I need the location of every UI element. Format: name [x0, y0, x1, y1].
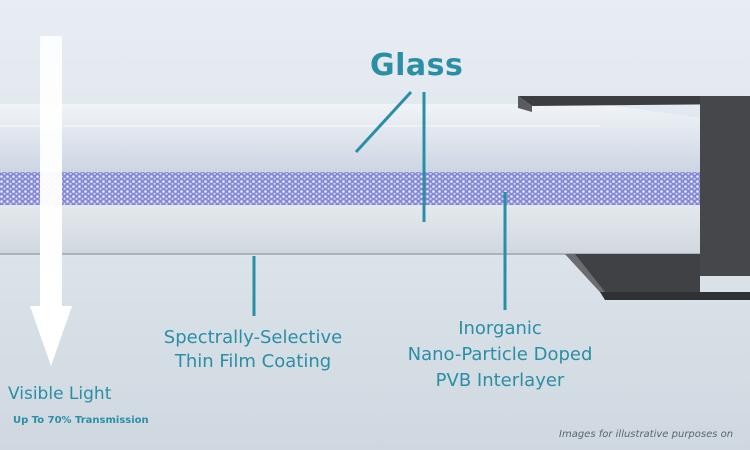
leader-lines — [252, 90, 507, 316]
disclaimer-text: Images for illustrative purposes on — [559, 429, 734, 440]
pvb-interlayer — [0, 172, 715, 205]
coating-label-line1: Spectrally-Selective — [163, 327, 343, 348]
top-glass-pane — [0, 104, 715, 172]
coating-label: Spectrally-Selective Thin Film Coating — [128, 326, 378, 374]
interlayer-label-line3: PVB Interlayer — [435, 370, 565, 391]
window-frame — [518, 96, 750, 300]
interlayer-label: Inorganic Nano-Particle Doped PVB Interl… — [370, 316, 630, 394]
visible-light-label: Visible Light — [8, 384, 112, 404]
visible-light-arrow — [30, 36, 72, 366]
bottom-glass-pane — [0, 205, 715, 254]
glass-label: Glass — [370, 48, 464, 83]
coating-label-line2: Thin Film Coating — [174, 351, 332, 372]
transmission-label: Up To 70% Transmission — [13, 415, 149, 426]
interlayer-label-line2: Nano-Particle Doped — [407, 344, 593, 365]
interlayer-label-line1: Inorganic — [458, 318, 542, 339]
